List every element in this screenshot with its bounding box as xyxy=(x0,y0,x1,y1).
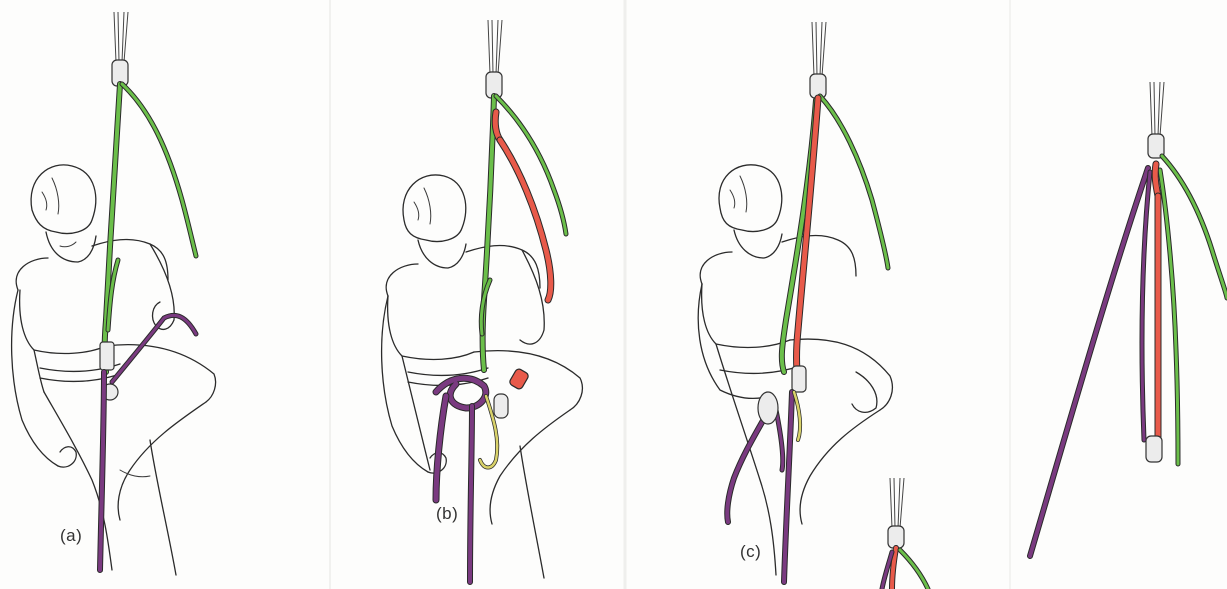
descender-carabiner xyxy=(494,394,508,418)
anchor-sling xyxy=(1150,82,1164,136)
anchor-sling xyxy=(114,12,128,62)
purple-rope xyxy=(436,378,486,582)
ascender-device xyxy=(792,366,806,392)
green-rope xyxy=(105,84,197,372)
climber-figure xyxy=(382,175,583,578)
panel-label-c: (c) xyxy=(740,542,761,562)
yellow-sling xyxy=(794,392,800,440)
panel-b xyxy=(382,20,583,582)
anchor-carabiner xyxy=(810,74,826,98)
ascender-device xyxy=(100,342,114,370)
anchor-sling xyxy=(488,20,502,74)
inset-anchor xyxy=(882,478,928,589)
panel-label-b: (b) xyxy=(436,504,458,524)
panel-c xyxy=(698,22,928,589)
purple-rope xyxy=(1030,168,1150,556)
red-rope xyxy=(1155,164,1158,440)
panel-a xyxy=(12,12,216,575)
panel-d xyxy=(1030,82,1227,556)
anchor-sling xyxy=(812,22,826,76)
hand-carabiner xyxy=(758,392,778,424)
green-rope xyxy=(481,96,566,370)
bottom-carabiner xyxy=(1146,436,1162,462)
green-rope xyxy=(1160,156,1227,464)
panel-label-a: (a) xyxy=(60,526,82,546)
